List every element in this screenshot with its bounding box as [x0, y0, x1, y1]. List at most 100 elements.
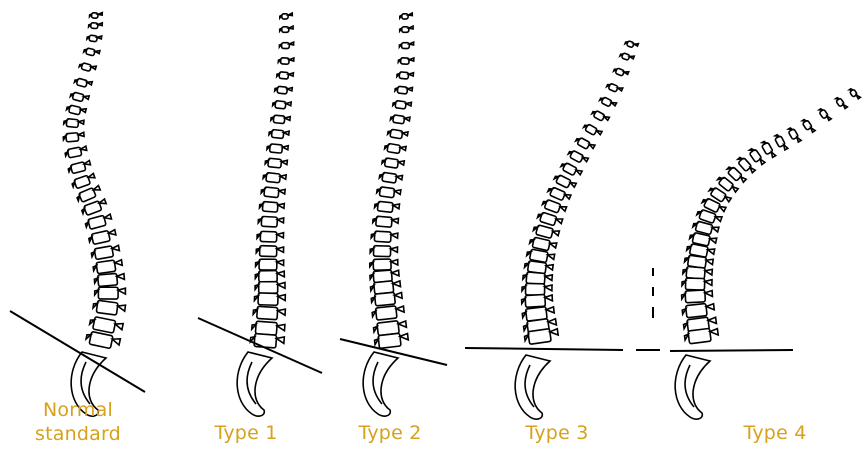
vertebra	[272, 100, 291, 109]
vertebra	[89, 12, 102, 19]
vertebra	[801, 118, 815, 134]
vertebra	[372, 305, 405, 321]
sacrum	[363, 352, 398, 416]
vertebra	[370, 259, 398, 270]
vertebra	[74, 77, 92, 88]
vertebra	[94, 273, 125, 287]
vertebra	[275, 86, 293, 95]
vertebra	[371, 231, 398, 243]
vertebra	[277, 71, 294, 79]
vertebra	[255, 282, 285, 294]
vertebra	[379, 172, 403, 184]
vertebra	[398, 57, 414, 64]
vertebra	[818, 107, 831, 122]
vertebra	[382, 157, 405, 169]
vertebra	[400, 13, 413, 19]
vertebra	[267, 144, 289, 154]
vertebra	[583, 123, 602, 138]
vertebra	[374, 201, 399, 213]
vertebra	[591, 109, 609, 123]
vertebra	[265, 158, 287, 169]
vertebra	[522, 283, 552, 295]
vertebra	[395, 86, 413, 95]
vertebra	[280, 26, 293, 32]
vertebra	[835, 96, 848, 110]
sacral-reference-line-type3	[465, 348, 660, 350]
vertebra	[87, 34, 102, 42]
vertebra	[521, 294, 552, 307]
caption-type-4: Type 4	[720, 421, 830, 445]
spine-type1	[237, 13, 294, 416]
vertebra	[88, 229, 117, 245]
vertebra	[625, 39, 639, 49]
vertebra	[258, 216, 284, 227]
sacrum	[237, 352, 272, 416]
sacral-reference-line-type4	[670, 350, 793, 351]
vertebra	[83, 47, 99, 57]
vertebra	[371, 292, 403, 307]
vertebra	[278, 57, 294, 64]
vertebra	[261, 187, 285, 199]
vertebra	[71, 173, 96, 189]
vertebra	[89, 22, 103, 29]
vertebra	[682, 303, 715, 319]
vertebra	[279, 42, 293, 48]
caption-normal-line1: Normal	[18, 398, 138, 422]
vertebra	[256, 246, 283, 257]
caption-normal-line2: standard	[18, 422, 138, 446]
vertebra	[253, 306, 286, 320]
vertebra	[66, 104, 86, 116]
vertebra	[68, 160, 92, 174]
vertebra	[848, 87, 860, 101]
vertebra	[259, 201, 284, 212]
vertebra	[774, 133, 788, 151]
vertebra	[93, 259, 123, 274]
spine-type4	[675, 87, 860, 419]
vertebra	[387, 129, 408, 140]
vertebra	[613, 67, 629, 78]
vertebra	[280, 13, 293, 19]
vertebra	[65, 146, 88, 159]
vertebra	[760, 140, 775, 159]
vertebra	[254, 293, 285, 306]
vertebra	[70, 91, 89, 103]
vertebra	[257, 231, 284, 242]
vertebra	[599, 96, 617, 109]
vertebra	[93, 300, 126, 316]
vertebra	[85, 331, 120, 350]
vertebra	[606, 82, 623, 94]
vertebra	[63, 132, 84, 142]
vertebra	[567, 149, 588, 165]
vertebra	[393, 100, 412, 110]
vertebra	[620, 51, 635, 61]
vertebra	[384, 143, 406, 154]
vertebra	[370, 246, 397, 257]
spine-type3	[515, 39, 638, 419]
vertebra	[682, 278, 712, 290]
vertebra	[560, 161, 582, 178]
vertebra	[64, 118, 84, 128]
vertebra	[681, 290, 712, 303]
vertebra	[399, 42, 413, 48]
vertebra	[390, 114, 410, 124]
vertebra	[250, 333, 284, 348]
vertebra	[269, 129, 289, 139]
vertebra	[95, 287, 126, 299]
caption-type-1: Type 1	[196, 421, 296, 445]
caption-normal-standard: Normal standard	[18, 398, 138, 446]
vertebra	[373, 216, 399, 228]
vertebra	[787, 126, 801, 143]
vertebra	[397, 71, 414, 79]
vertebra	[263, 172, 286, 183]
vertebra	[256, 259, 284, 270]
vertebra	[400, 26, 413, 32]
sacrum	[515, 355, 550, 419]
vertebra	[91, 245, 120, 261]
vertebra	[255, 270, 284, 282]
caption-type-3: Type 3	[502, 421, 612, 445]
vertebra	[271, 115, 291, 124]
vertebra	[575, 136, 595, 152]
vertebra	[376, 186, 401, 198]
spine-normal	[63, 12, 126, 416]
